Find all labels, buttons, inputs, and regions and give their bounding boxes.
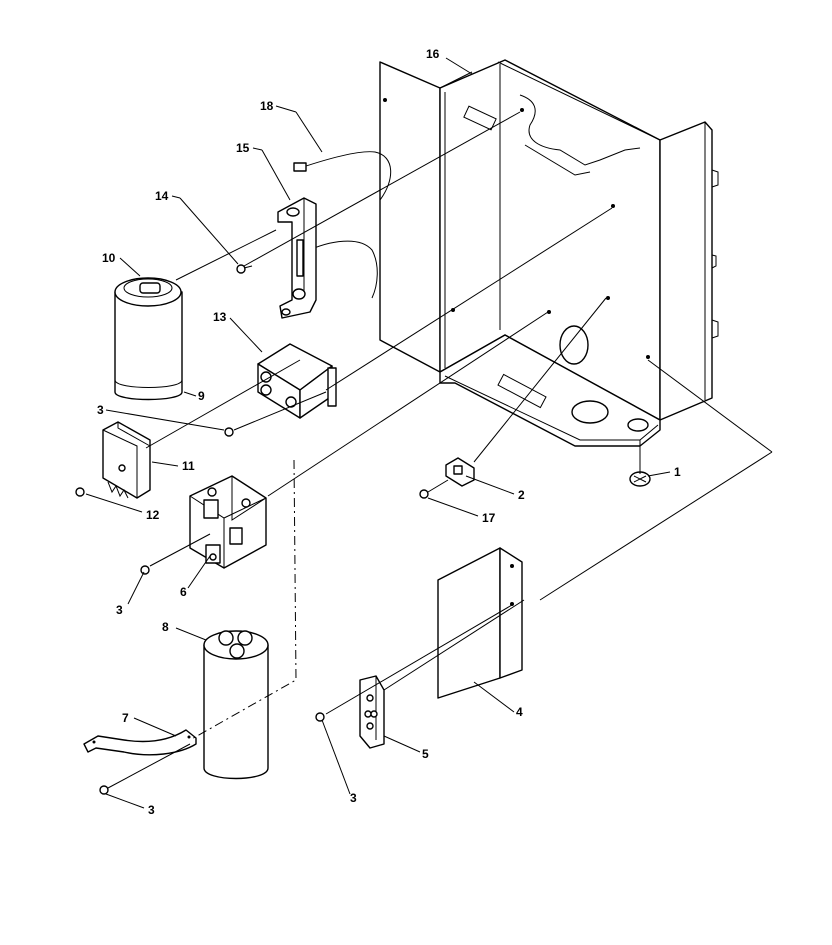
- screw-12: [75, 487, 85, 497]
- screw-14: [236, 264, 253, 274]
- label-2: 2: [518, 488, 525, 502]
- label-8: 8: [162, 620, 169, 634]
- start-capacitor: [203, 630, 269, 780]
- label-10: 10: [102, 251, 116, 265]
- label-11: 11: [182, 459, 195, 473]
- label-1: 1: [674, 465, 681, 479]
- wire-harness: [293, 151, 392, 299]
- terminal-block: [102, 421, 151, 499]
- callout-labels: 16 18 15 14 10 13 9 3 11 12 3 6 8 7 3 3 …: [97, 47, 681, 817]
- screw-17: [419, 489, 429, 499]
- label-17: 17: [482, 511, 496, 525]
- screw-3a: [224, 427, 234, 437]
- label-13: 13: [213, 310, 227, 324]
- assembly-lines: [107, 61, 773, 789]
- clip-bracket: [445, 457, 475, 487]
- run-capacitor: [114, 277, 183, 401]
- label-6: 6: [180, 585, 187, 599]
- label-3-contactor: 3: [116, 603, 123, 617]
- contactor: [189, 475, 267, 569]
- label-3-terminal: 3: [350, 791, 357, 805]
- relay: [257, 343, 337, 419]
- label-7: 7: [122, 711, 129, 725]
- label-12: 12: [146, 508, 160, 522]
- screw-3b: [140, 565, 150, 575]
- mounting-bracket: [277, 197, 317, 319]
- label-9: 9: [198, 389, 205, 403]
- label-15: 15: [236, 141, 250, 155]
- screw-3c: [99, 785, 109, 795]
- label-16: 16: [426, 47, 440, 61]
- control-box-enclosure: [379, 59, 719, 447]
- label-14: 14: [155, 189, 169, 203]
- label-3-strap: 3: [148, 803, 155, 817]
- leader-lines: [85, 57, 671, 809]
- label-4: 4: [516, 705, 523, 719]
- capacitor-strap: [83, 729, 197, 756]
- terminal-strip: [359, 675, 385, 749]
- label-3-relay: 3: [97, 403, 104, 417]
- cover-plate: [437, 547, 523, 699]
- hole-plug: [629, 471, 651, 487]
- label-18: 18: [260, 99, 274, 113]
- label-5: 5: [422, 747, 429, 761]
- screw-3d: [315, 712, 325, 722]
